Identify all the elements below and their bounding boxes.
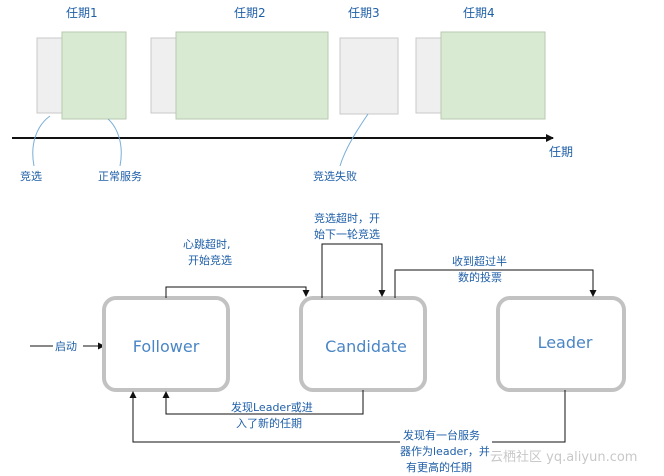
edge-candidate-to-leader <box>394 269 597 298</box>
leader-label: Leader <box>538 333 593 352</box>
leader-node <box>496 296 626 392</box>
normal-service-note: 正常服务 <box>98 170 142 183</box>
election-note-curve <box>32 115 51 167</box>
candidate-label: Candidate <box>325 337 407 356</box>
election-block-term-4 <box>415 37 443 114</box>
edge-leader-to-follower <box>129 390 566 443</box>
edge-label-election-timeout-1: 竞选超时，开 <box>314 211 380 225</box>
watermark: 云栖社区 yq.aliyun.com <box>490 449 637 465</box>
term-block-3-election-only <box>339 37 399 115</box>
edge-label-higher-term-1: 发现有一台服务 <box>403 428 480 442</box>
term-label-2: 任期2 <box>234 6 266 20</box>
term-timeline: 任期1 任期2 任期3 任期4 任期 竞选 正常服务 竞选失败 <box>12 6 573 183</box>
term-block-4 <box>440 31 546 120</box>
election-block-term-2 <box>150 37 178 114</box>
edge-label-majority-votes-2: 数的投票 <box>458 270 502 284</box>
service-note-curve <box>107 118 122 167</box>
edge-label-heartbeat-timeout-1: 心跳超时, <box>183 237 231 251</box>
edge-label-discover-leader-1: 发现Leader或进 <box>231 400 313 414</box>
election-block-term-1 <box>36 37 64 114</box>
edge-follower-to-candidate <box>165 286 310 298</box>
edge-label-election-timeout-2: 始下一轮竞选 <box>314 227 380 241</box>
follower-label: Follower <box>133 337 200 356</box>
edge-label-higher-term-2: 器作为leader，并 <box>400 444 490 458</box>
term-label-3: 任期3 <box>348 6 380 20</box>
edge-candidate-self-loop <box>321 243 386 298</box>
edge-label-discover-leader-2: 入了新的任期 <box>236 416 302 430</box>
term-block-1 <box>61 31 127 120</box>
term-block-2 <box>175 31 329 120</box>
time-axis-label: 任期 <box>549 145 573 159</box>
edge-label-higher-term-3: 有更高的任期 <box>406 460 472 474</box>
start-label: 启动 <box>55 340 77 353</box>
term-label-4: 任期4 <box>463 6 495 20</box>
state-machine: 启动 Follower Candidate Leader 心跳超时, 开始竞选 … <box>30 211 626 474</box>
edge-label-bg-higher-term <box>400 427 492 473</box>
election-note: 竞选 <box>20 169 42 183</box>
failed-election-note: 竞选失败 <box>313 169 357 183</box>
edge-label-majority-votes-1: 收到超过半 <box>452 254 507 268</box>
edge-candidate-to-follower <box>162 390 364 415</box>
term-label-1: 任期1 <box>66 6 98 20</box>
edge-label-heartbeat-timeout-2: 开始竞选 <box>188 253 232 267</box>
start-label-bg <box>53 338 83 354</box>
failed-election-note-curve <box>339 113 369 167</box>
